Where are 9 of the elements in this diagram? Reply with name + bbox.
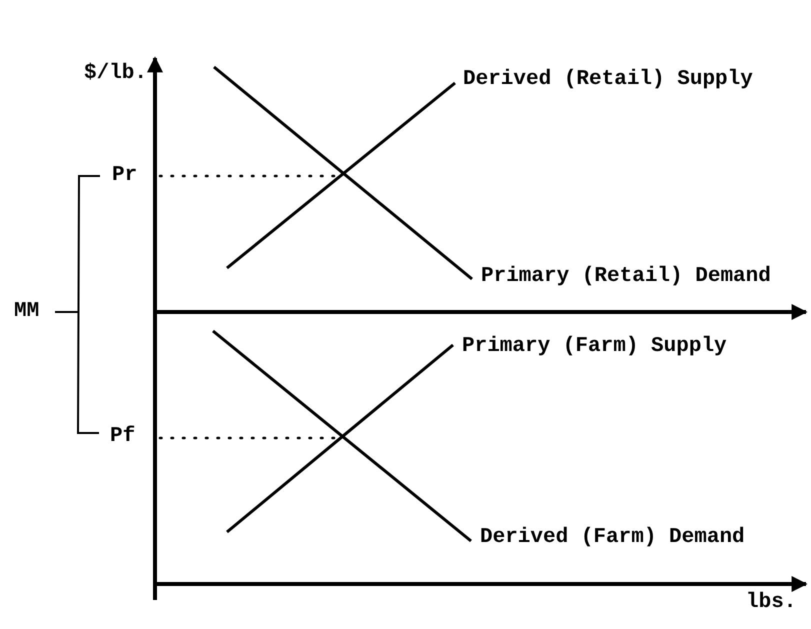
- curve-label: Derived (Retail) Supply: [463, 68, 753, 92]
- curve-label: Primary (Retail) Demand: [481, 265, 771, 289]
- curve-label: Derived (Farm) Demand: [480, 526, 745, 550]
- axis-label: $/lb.: [84, 62, 148, 86]
- margin-label: MM: [14, 300, 40, 324]
- curve-label: Primary (Farm) Supply: [462, 335, 727, 359]
- price-label: Pf: [110, 425, 136, 449]
- axis-label: lbs.: [746, 591, 796, 615]
- price-label: Pr: [112, 164, 138, 188]
